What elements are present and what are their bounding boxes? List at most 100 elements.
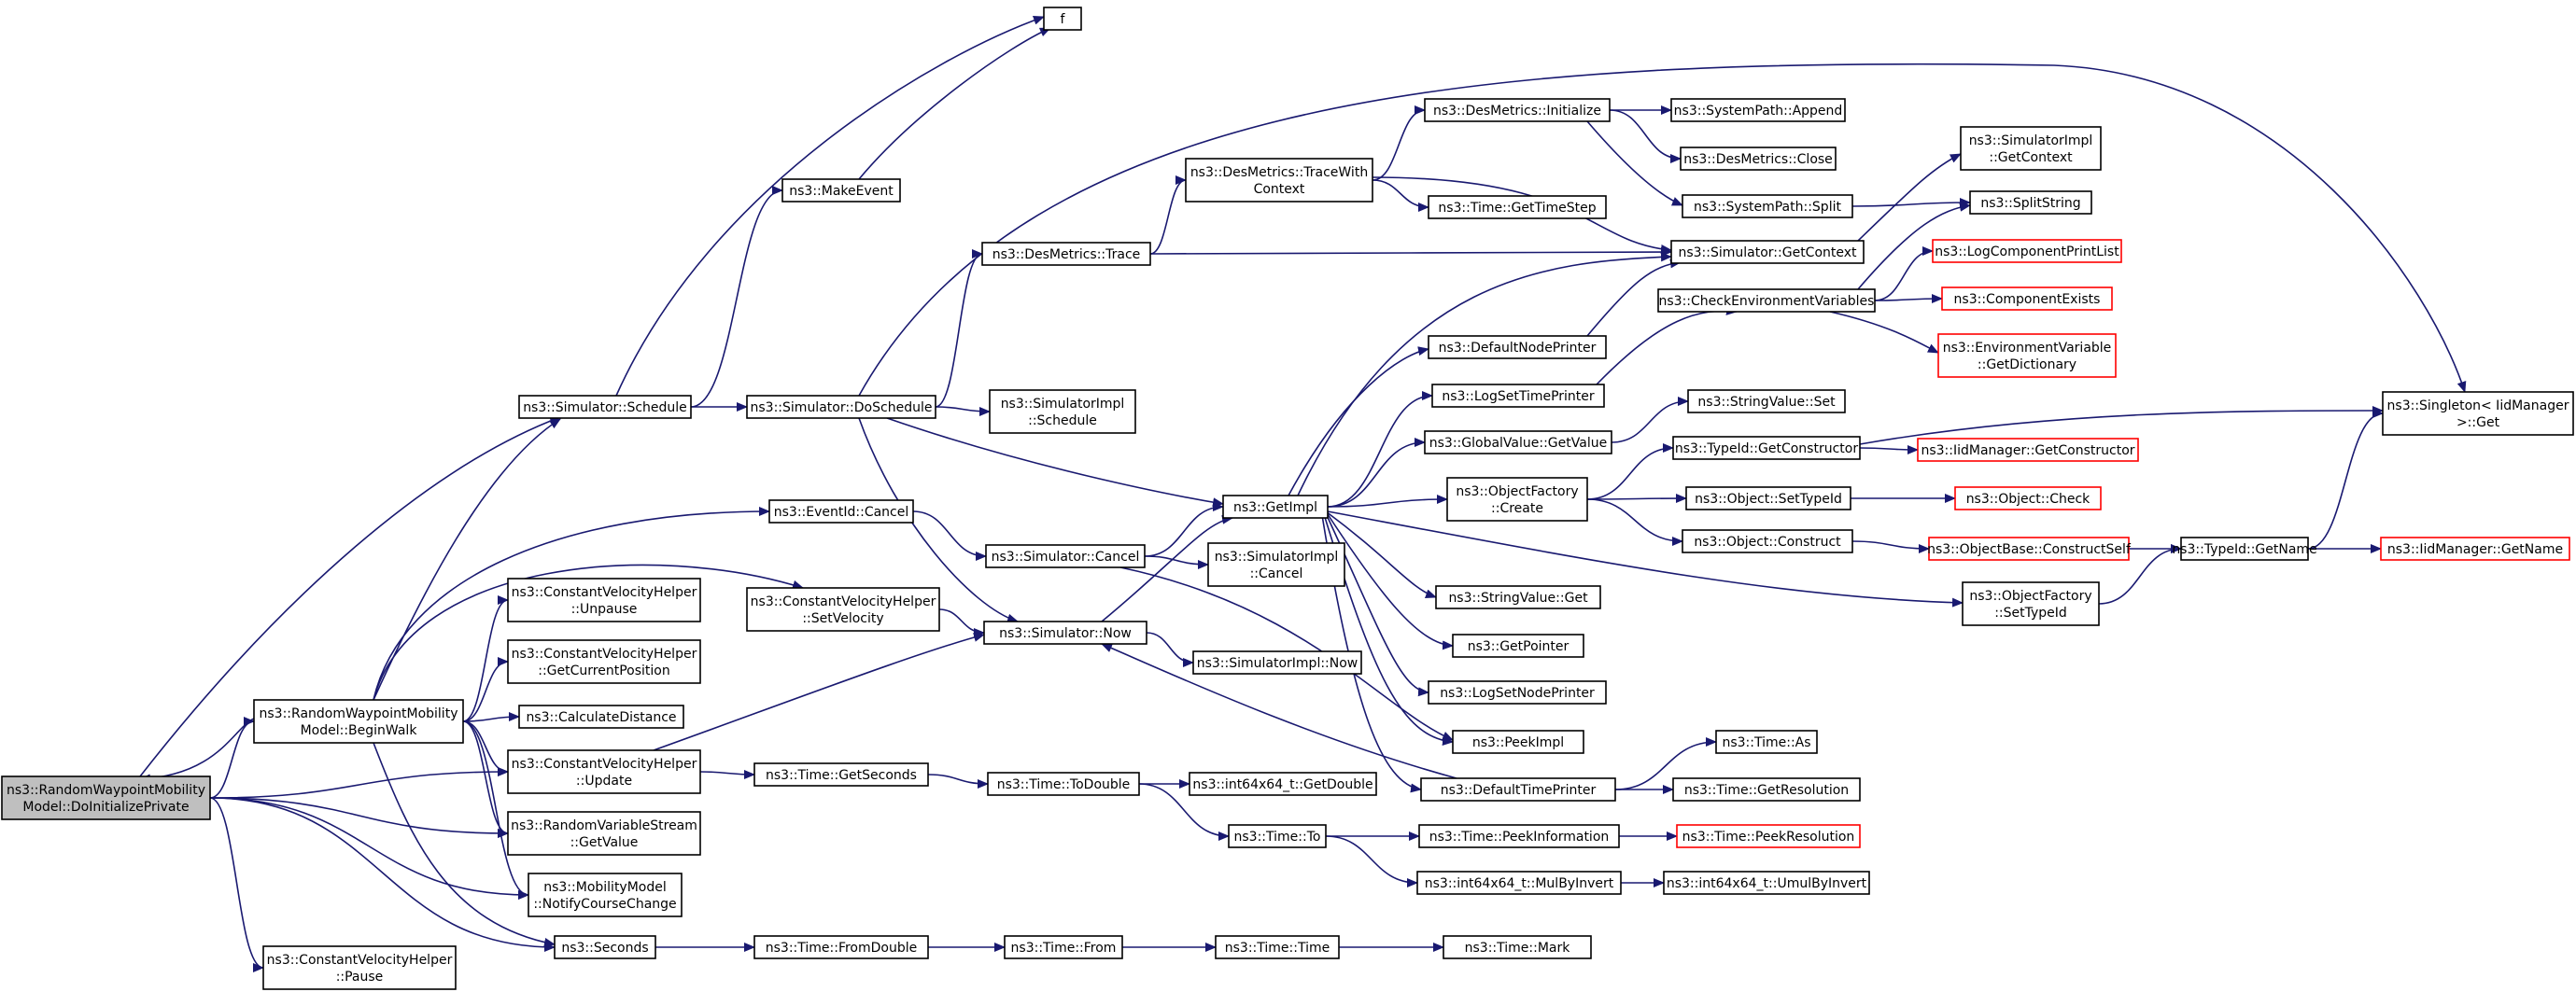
node-box[interactable] (1428, 680, 1607, 705)
node-box[interactable] (1043, 7, 1082, 31)
node-defaulttimeprinter[interactable]: ns3::DefaultTimePrinter (1420, 777, 1616, 802)
node-box[interactable] (1960, 126, 2102, 171)
node-beginwalk[interactable]: ns3::RandomWaypointMobilityModel::BeginW… (253, 699, 464, 744)
node-box[interactable] (989, 389, 1136, 434)
node-defaultnodeprinter[interactable]: ns3::DefaultNodePrinter (1428, 335, 1607, 359)
node-box[interactable] (1917, 438, 2139, 462)
node-desinit[interactable]: ns3::DesMetrics::Initialize (1424, 98, 1611, 122)
node-box[interactable] (528, 873, 683, 917)
node-checkenv[interactable]: ns3::CheckEnvironmentVariables (1657, 288, 1876, 313)
node-timetime[interactable]: ns3::Time::Time (1215, 935, 1340, 959)
node-box[interactable] (1962, 581, 2100, 626)
node-timeto[interactable]: ns3::Time::To (1228, 824, 1327, 848)
node-objcheck[interactable]: ns3::Object::Check (1954, 486, 2102, 510)
node-f[interactable]: f (1043, 7, 1082, 31)
node-box[interactable] (1969, 190, 2092, 215)
node-box[interactable] (1672, 436, 1861, 460)
node-box[interactable] (554, 935, 656, 959)
node-timepeekinfo[interactable]: ns3::Time::PeekInformation (1418, 824, 1620, 848)
node-box[interactable] (1937, 333, 2117, 378)
node-box[interactable] (1443, 935, 1592, 959)
node-logsettimeprinter[interactable]: ns3::LogSetTimePrinter (1431, 384, 1605, 408)
node-box[interactable] (1435, 585, 1601, 609)
node-stringvalueget[interactable]: ns3::StringValue::Get (1435, 585, 1601, 609)
node-box[interactable] (1228, 824, 1327, 848)
node-simimplschedule[interactable]: ns3::SimulatorImpl::Schedule (989, 389, 1136, 434)
node-getimpl[interactable]: ns3::GetImpl (1222, 495, 1329, 519)
node-stringvalueset[interactable]: ns3::StringValue::Set (1687, 389, 1846, 413)
node-timetodouble[interactable]: ns3::Time::ToDouble (987, 772, 1140, 796)
node-box[interactable] (753, 935, 929, 959)
node-box[interactable] (1428, 335, 1607, 359)
node-simgetcontext[interactable]: ns3::Simulator::GetContext (1670, 240, 1865, 264)
node-int64getdouble[interactable]: ns3::int64x64_t::GetDouble (1189, 772, 1377, 796)
node-box[interactable] (746, 395, 936, 419)
node-box[interactable] (753, 762, 929, 787)
node-box[interactable] (507, 811, 701, 856)
node-box[interactable] (1954, 486, 2102, 510)
node-cvgetpos[interactable]: ns3::ConstantVelocityHelper::GetCurrentP… (507, 639, 701, 684)
node-calcdist[interactable]: ns3::CalculateDistance (518, 705, 684, 729)
node-simnow[interactable]: ns3::Simulator::Now (983, 621, 1147, 645)
node-simimplgetcontext[interactable]: ns3::SimulatorImpl::GetContext (1960, 126, 2102, 171)
node-makeevent[interactable]: ns3::MakeEvent (781, 178, 901, 203)
node-timeas[interactable]: ns3::Time::As (1715, 730, 1818, 754)
node-componentexists[interactable]: ns3::ComponentExists (1941, 286, 2113, 311)
node-box[interactable] (2380, 537, 2570, 561)
node-box[interactable] (985, 544, 1146, 568)
node-box[interactable] (507, 639, 701, 684)
node-rvsgetvalue[interactable]: ns3::RandomVariableStream::GetValue (507, 811, 701, 856)
node-box[interactable] (507, 749, 701, 794)
node-schedule[interactable]: ns3::Simulator::Schedule (518, 395, 692, 419)
node-doschedule[interactable]: ns3::Simulator::DoSchedule (746, 395, 936, 419)
node-box[interactable] (1446, 477, 1588, 522)
node-box[interactable] (518, 395, 692, 419)
node-box[interactable] (1004, 935, 1123, 959)
node-box[interactable] (1928, 537, 2130, 561)
node-box[interactable] (1215, 935, 1340, 959)
node-root[interactable]: ns3::RandomWaypointMobilityModel::DoInit… (1, 775, 211, 820)
node-typeidgetconstructor[interactable]: ns3::TypeId::GetConstructor (1672, 436, 1861, 460)
node-desclose[interactable]: ns3::DesMetrics::Close (1680, 147, 1837, 171)
node-objbaseconstructself[interactable]: ns3::ObjectBase::ConstructSelf (1927, 537, 2132, 561)
node-box[interactable] (1685, 486, 1851, 510)
node-peekimpl[interactable]: ns3::PeekImpl (1452, 730, 1584, 754)
node-box[interactable] (1452, 634, 1584, 658)
node-box[interactable] (1, 775, 211, 820)
node-box[interactable] (1222, 495, 1329, 519)
node-box[interactable] (518, 705, 684, 729)
node-box[interactable] (1676, 824, 1861, 848)
node-box[interactable] (2382, 391, 2574, 436)
node-syspathappend[interactable]: ns3::SystemPath::Append (1670, 98, 1846, 122)
node-box[interactable] (746, 587, 940, 632)
node-box[interactable] (981, 242, 1151, 266)
node-objsettypeid[interactable]: ns3::Object::SetTypeId (1685, 486, 1851, 510)
node-box[interactable] (1670, 98, 1846, 122)
node-box[interactable] (1185, 158, 1373, 203)
node-objfactorysettypeid[interactable]: ns3::ObjectFactory::SetTypeId (1962, 581, 2100, 626)
node-box[interactable] (1428, 195, 1607, 219)
node-box[interactable] (1657, 288, 1876, 313)
node-timegetseconds[interactable]: ns3::Time::GetSeconds (753, 762, 929, 787)
node-destrace[interactable]: ns3::DesMetrics::Trace (981, 242, 1151, 266)
node-simimplcancel[interactable]: ns3::SimulatorImpl::Cancel (1207, 542, 1345, 587)
node-cvsetvel[interactable]: ns3::ConstantVelocityHelper::SetVelocity (746, 587, 940, 632)
node-box[interactable] (1687, 389, 1846, 413)
node-logcompprintlist[interactable]: ns3::LogComponentPrintList (1932, 239, 2122, 263)
node-box[interactable] (1416, 871, 1622, 895)
node-singletonget[interactable]: ns3::Singleton< IidManager>::Get (2382, 391, 2574, 436)
node-box[interactable] (1192, 650, 1362, 675)
node-timegettimestep[interactable]: ns3::Time::GetTimeStep (1428, 195, 1607, 219)
node-box[interactable] (253, 699, 464, 744)
node-box[interactable] (1680, 147, 1837, 171)
node-eventcancel[interactable]: ns3::EventId::Cancel (768, 499, 914, 524)
node-box[interactable] (781, 178, 901, 203)
node-timemark[interactable]: ns3::Time::Mark (1443, 935, 1592, 959)
node-simcancel[interactable]: ns3::Simulator::Cancel (985, 544, 1146, 568)
node-box[interactable] (1207, 542, 1345, 587)
node-simimplnow[interactable]: ns3::SimulatorImpl::Now (1192, 650, 1362, 675)
node-int64mulbyinvert[interactable]: ns3::int64x64_t::MulByInvert (1416, 871, 1622, 895)
node-box[interactable] (1431, 384, 1605, 408)
node-box[interactable] (1715, 730, 1818, 754)
